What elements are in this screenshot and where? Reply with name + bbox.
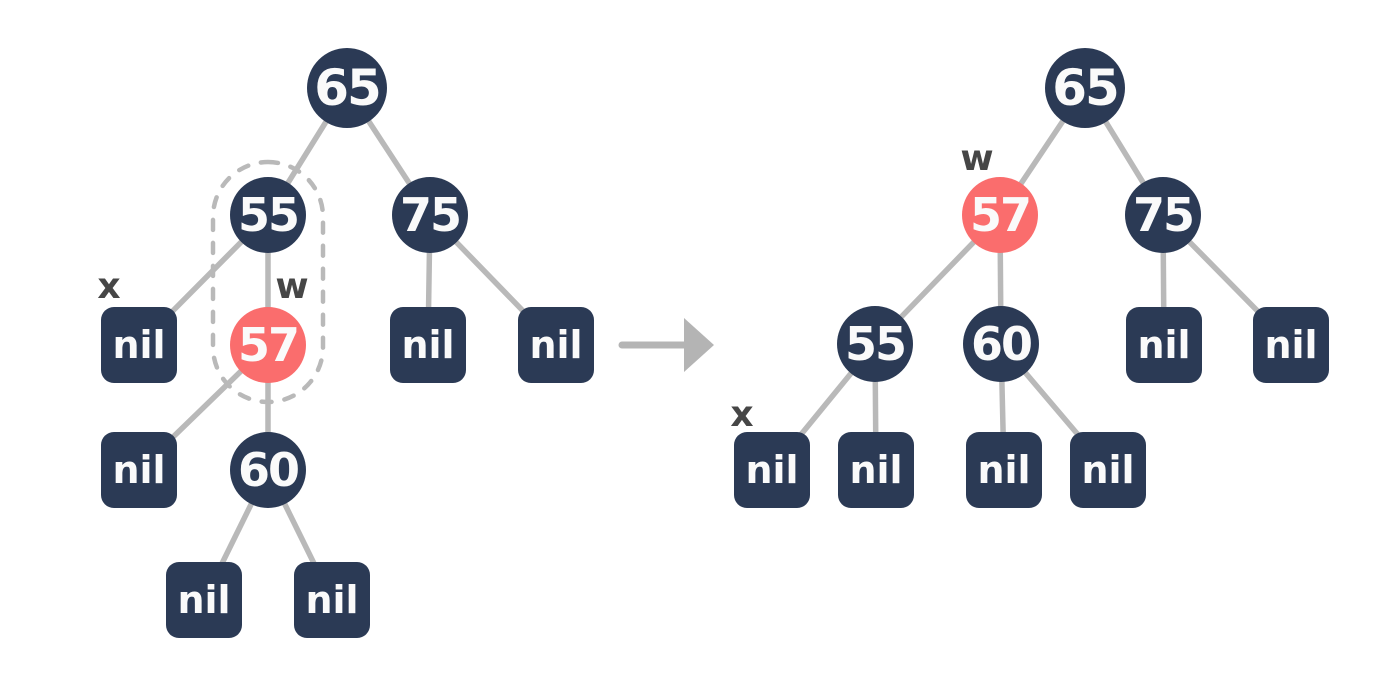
nil-square: [294, 562, 370, 638]
annotation-w: w: [275, 266, 308, 307]
nil-label: nil: [112, 323, 165, 367]
nil-square: [966, 432, 1042, 508]
node-label: 55: [845, 317, 905, 371]
node-circle: [230, 307, 306, 383]
nil-square: [166, 562, 242, 638]
nil-label: nil: [1081, 448, 1134, 492]
node-label: 75: [1133, 188, 1193, 242]
nil-label: nil: [401, 323, 454, 367]
nil-node: nil: [1126, 307, 1202, 383]
node-55: 55: [837, 306, 913, 382]
nil-node: nil: [518, 307, 594, 383]
nil-label: nil: [745, 448, 798, 492]
nil-node: nil: [294, 562, 370, 638]
node-label: 65: [314, 59, 380, 117]
annotation-w: w: [960, 138, 993, 179]
node-label: 60: [971, 317, 1031, 371]
nil-label: nil: [529, 323, 582, 367]
node-circle: [837, 306, 913, 382]
nil-square: [101, 307, 177, 383]
node-label: 57: [238, 318, 298, 372]
node-label: 57: [970, 188, 1030, 242]
arrow-head: [684, 318, 714, 372]
nil-square: [838, 432, 914, 508]
right-tree: 65 57 75 55 60 nil: [730, 48, 1329, 508]
node-label: 60: [238, 443, 298, 497]
node-circle: [962, 177, 1038, 253]
node-circle: [307, 48, 387, 128]
nil-square: [1126, 307, 1202, 383]
annotation-x: x: [730, 394, 753, 435]
nil-square: [101, 432, 177, 508]
node-60: 60: [230, 432, 306, 508]
nil-square: [390, 307, 466, 383]
node-circle: [1125, 177, 1201, 253]
nil-node: nil: [1253, 307, 1329, 383]
node-circle: [230, 177, 306, 253]
nil-square: [734, 432, 810, 508]
nil-label: nil: [977, 448, 1030, 492]
nil-label: nil: [177, 578, 230, 622]
node-label: 55: [238, 188, 298, 242]
node-label: 65: [1052, 59, 1118, 117]
right-tree-edges: [769, 85, 1294, 473]
nil-label: nil: [1137, 323, 1190, 367]
node-65: 65: [307, 48, 387, 128]
nil-label: nil: [1264, 323, 1317, 367]
dashed-selection-outline: [210, 159, 326, 405]
left-tree: 65 55 75 nil 57 nil: [97, 48, 594, 638]
node-57-highlighted: 57: [962, 177, 1038, 253]
nil-node: nil: [1070, 432, 1146, 508]
nil-square: [1070, 432, 1146, 508]
node-75: 75: [392, 177, 468, 253]
node-57-highlighted: 57: [230, 307, 306, 383]
node-circle: [392, 177, 468, 253]
nil-label: nil: [112, 448, 165, 492]
nil-node: nil: [966, 432, 1042, 508]
node-75: 75: [1125, 177, 1201, 253]
nil-label: nil: [305, 578, 358, 622]
node-circle: [1045, 48, 1125, 128]
node-60: 60: [963, 306, 1039, 382]
nil-label: nil: [849, 448, 902, 492]
node-circle: [963, 306, 1039, 382]
nil-node: nil: [838, 432, 914, 508]
nil-node: nil: [101, 307, 177, 383]
node-circle: [230, 432, 306, 508]
node-label: 75: [400, 188, 460, 242]
nil-node: nil: [734, 432, 810, 508]
node-65: 65: [1045, 48, 1125, 128]
nil-node: nil: [390, 307, 466, 383]
left-tree-edges: [136, 85, 559, 603]
annotation-x: x: [97, 266, 120, 307]
nil-square: [1253, 307, 1329, 383]
node-55: 55: [230, 177, 306, 253]
transition-arrow: [618, 318, 714, 372]
nil-square: [518, 307, 594, 383]
nil-node: nil: [101, 432, 177, 508]
nil-node: nil: [166, 562, 242, 638]
